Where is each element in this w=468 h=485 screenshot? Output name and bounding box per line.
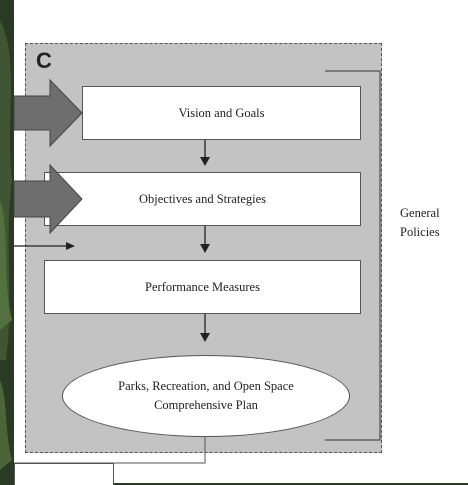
output-line xyxy=(14,437,206,464)
output-box xyxy=(14,463,114,485)
objectives-and-strategies-box: Objectives and Strategies xyxy=(44,172,361,226)
general-policies-label: General Policies xyxy=(400,204,464,242)
ellipse-line-1: Parks, Recreation, and Open Space xyxy=(118,379,294,393)
input-arrow-top xyxy=(13,78,83,148)
flow-arrow-1-head xyxy=(200,157,210,166)
policies-bracket xyxy=(325,70,381,441)
performance-measures-box: Performance Measures xyxy=(44,260,361,314)
panel-label: C xyxy=(36,48,52,73)
input-arrow-middle xyxy=(13,163,83,235)
vision-and-goals-box: Vision and Goals xyxy=(82,86,361,140)
flow-arrow-2-head xyxy=(200,244,210,253)
bracket-label-line-1: General xyxy=(400,206,440,220)
bracket-label-line-2: Policies xyxy=(400,225,440,239)
comprehensive-plan-ellipse: Parks, Recreation, and Open Space Compre… xyxy=(62,355,350,437)
input-arrow-thin-head xyxy=(66,242,75,250)
flow-arrow-3-head xyxy=(200,333,210,342)
ellipse-line-2: Comprehensive Plan xyxy=(154,398,258,412)
